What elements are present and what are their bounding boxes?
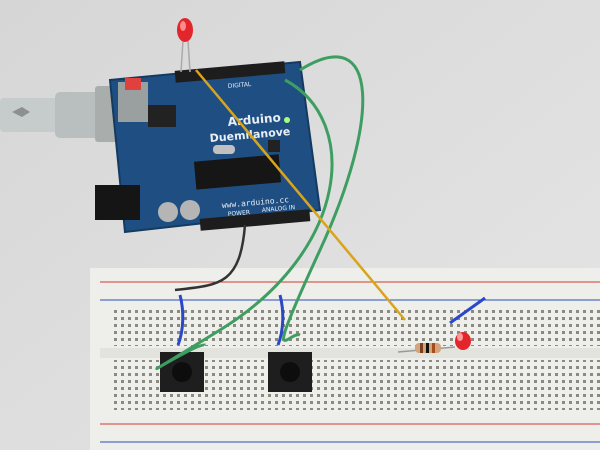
power-led-icon xyxy=(284,117,290,123)
board-led xyxy=(177,18,193,73)
crystal xyxy=(213,145,235,154)
capacitor-2 xyxy=(180,200,200,220)
digital-label: DIGITAL xyxy=(228,81,253,90)
green-wire-2 xyxy=(155,78,334,371)
blue-wire-1 xyxy=(176,294,185,346)
reset-button xyxy=(268,140,280,152)
arduino-board: Arduino Duemilanove www.arduino.cc DIGIT… xyxy=(95,60,322,234)
fuse xyxy=(125,78,141,90)
breadboard-led xyxy=(455,332,471,350)
breadboard-channel xyxy=(100,348,600,358)
power-header xyxy=(199,209,311,231)
black-wire xyxy=(174,224,247,292)
analog-label: ANALOG IN xyxy=(262,204,296,214)
blue-wire-2 xyxy=(276,294,285,346)
breadboard-holes-top xyxy=(110,306,600,346)
blue-wire-3 xyxy=(449,296,486,325)
push-button-right xyxy=(268,352,312,392)
usb-logo-icon xyxy=(12,107,30,117)
microcontroller-chip xyxy=(193,154,282,190)
power-label: POWER xyxy=(228,209,251,218)
capacitor-1 xyxy=(158,202,178,222)
resistor xyxy=(397,343,456,353)
push-button-left xyxy=(160,352,204,392)
yellow-wire xyxy=(195,69,406,321)
usb-chip xyxy=(148,105,176,127)
power-jack xyxy=(95,185,140,220)
